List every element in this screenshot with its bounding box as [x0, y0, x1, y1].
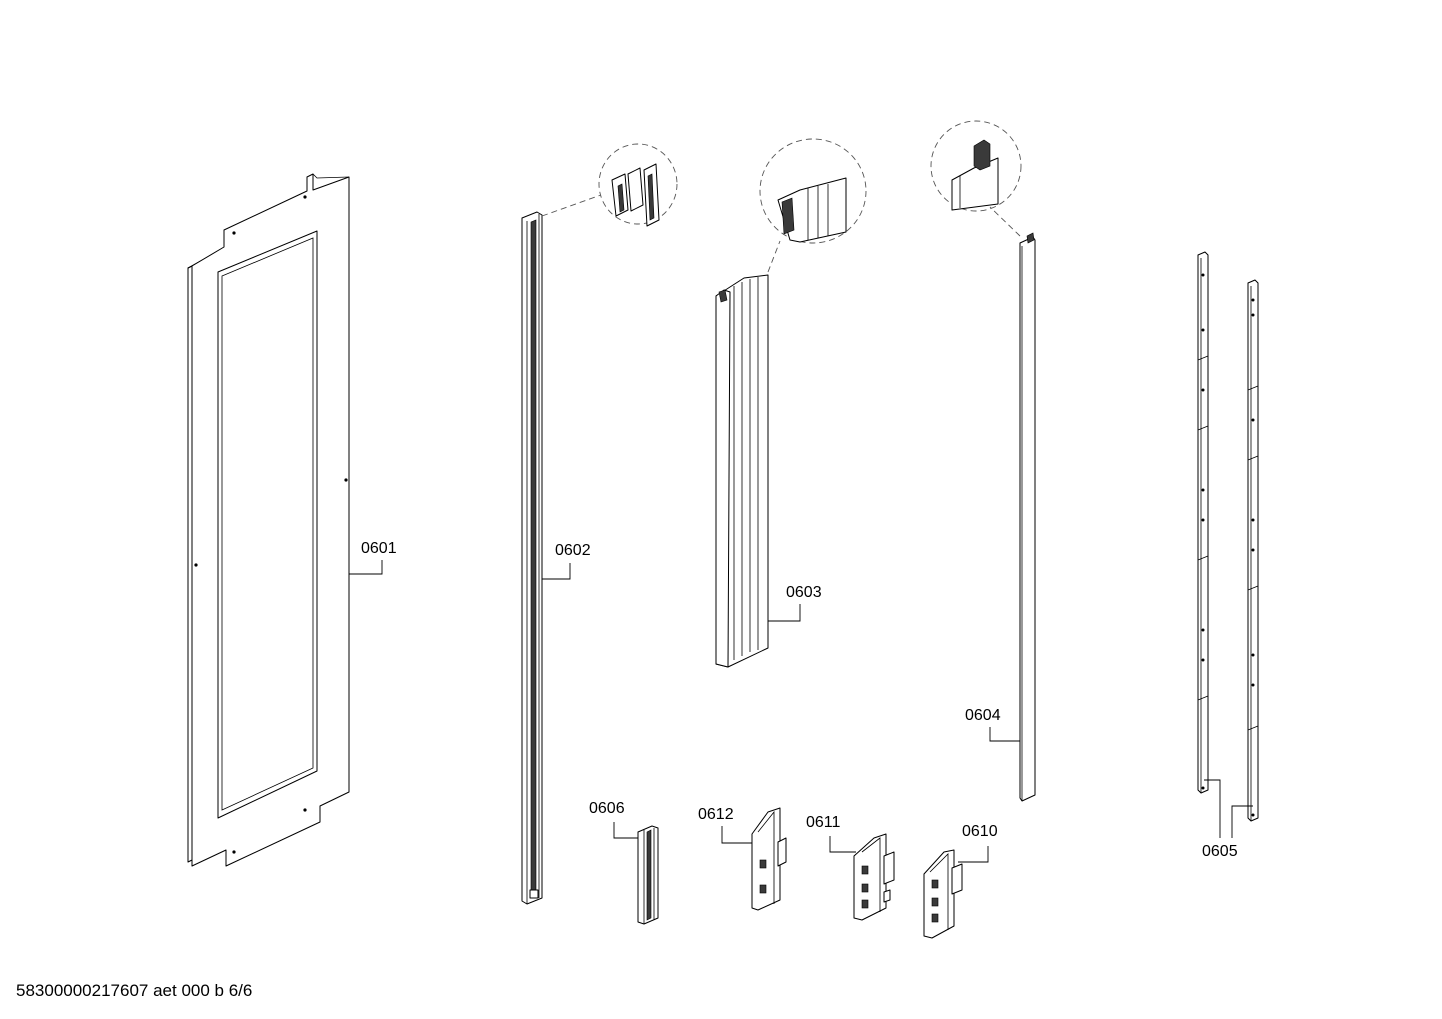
part-0603-profile[interactable]: [715, 274, 769, 668]
part-0612-clip[interactable]: [751, 807, 787, 911]
part-0610-clip[interactable]: [923, 849, 963, 939]
leader-0602: 0602: [542, 542, 591, 580]
label-0603: 0603: [786, 584, 822, 601]
leader-0601: 0601: [349, 540, 397, 575]
leader-0610: 0610: [958, 823, 998, 863]
leader-0604: 0604: [965, 707, 1020, 742]
part-0602-long-strip[interactable]: [521, 211, 543, 905]
label-0604: 0604: [965, 707, 1001, 724]
part-0601-frame-panel[interactable]: [187, 173, 350, 867]
leader-0611: 0611: [806, 814, 856, 853]
part-0611-clip[interactable]: [853, 833, 895, 921]
detail-0604: [930, 120, 1022, 237]
leader-0612: 0612: [698, 806, 752, 844]
part-0605-rails[interactable]: [1197, 251, 1259, 822]
detail-0602: [541, 143, 678, 227]
label-0605: 0605: [1202, 843, 1238, 860]
label-0601: 0601: [361, 540, 397, 557]
drawing-number-footer: 58300000217607 aet 000 b 6/6: [16, 981, 253, 1000]
label-0602: 0602: [555, 542, 591, 559]
part-0606-short-profile[interactable]: [637, 825, 659, 925]
part-0604-flat-strip[interactable]: [1019, 232, 1036, 802]
leader-0603: 0603: [768, 584, 822, 622]
label-0610: 0610: [962, 823, 998, 840]
detail-0603: [759, 138, 867, 273]
leader-0605: 0605: [1202, 779, 1253, 860]
label-0612: 0612: [698, 806, 734, 823]
label-0606: 0606: [589, 800, 625, 817]
label-0611: 0611: [806, 814, 841, 831]
leader-0606: 0606: [589, 800, 638, 839]
